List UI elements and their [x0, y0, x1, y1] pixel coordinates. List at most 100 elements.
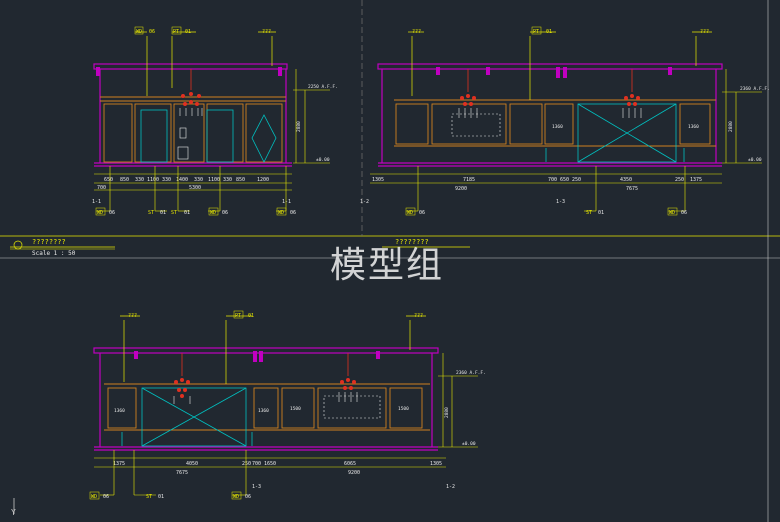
svg-text:9200: 9200 — [348, 470, 360, 476]
elevation-b-chandeliers — [458, 69, 642, 118]
svg-text:PT: PT — [235, 313, 241, 319]
svg-text:1-1: 1-1 — [282, 199, 291, 205]
svg-text:01: 01 — [160, 210, 166, 216]
elevation-c-dims-top: 1375 4050 250 700 1650 6065 1305 — [113, 461, 442, 467]
elevation-a-height-dims — [293, 69, 330, 164]
svg-text:7675: 7675 — [626, 186, 638, 192]
svg-text:ST: ST — [146, 494, 152, 500]
scale-title-2: ???????? — [395, 238, 429, 246]
elevation-a[interactable]: WD 06 PT 01 ??? 2250 A.F.F. 2880 ±0.00 6… — [92, 26, 338, 216]
elevation-c-walls — [93, 347, 439, 451]
elevation-c[interactable]: 1360 1360 1500 1500 ??? PT 01 ??? — [89, 310, 486, 500]
svg-text:06: 06 — [681, 210, 687, 216]
elevation-b-height-dims — [722, 69, 762, 164]
svg-text:4050: 4050 — [186, 461, 198, 467]
svg-text:01: 01 — [158, 494, 164, 500]
svg-text:±0.00: ±0.00 — [748, 157, 762, 163]
scale-title-block: ???????? Scale 1 : 50 ???????? — [10, 238, 470, 257]
elevation-b-panels — [394, 99, 716, 147]
svg-text:2880: 2880 — [728, 121, 734, 132]
svg-text:01: 01 — [598, 210, 604, 216]
elevation-a-top-tags: WD 06 PT 01 ??? — [134, 26, 271, 35]
elevation-a-bottom-leaders — [96, 166, 287, 212]
svg-text:4350: 4350 — [620, 177, 632, 183]
svg-text:850: 850 — [236, 177, 245, 183]
svg-text:ST: ST — [148, 210, 154, 216]
svg-text:PT: PT — [173, 29, 179, 35]
elevation-a-dims-mid: 700 5300 — [97, 185, 201, 191]
scale-text: Scale 1 : 50 — [32, 250, 76, 257]
elevation-b[interactable]: 1360 1360 ??? PT 01 ??? — [360, 26, 770, 216]
svg-text:1100: 1100 — [208, 177, 220, 183]
svg-text:2880: 2880 — [296, 121, 302, 132]
elevation-a-dims-top: 650 850 330 1100 330 1400 330 1100 330 8… — [104, 177, 269, 183]
elevation-c-height-labels: 2360 A.F.F. 2880 ±0.00 — [444, 370, 486, 447]
elevation-b-height-labels: 2360 A.F.F. 2880 ±0.00 — [728, 86, 770, 163]
elevation-a-height-labels: 2250 A.F.F. 2880 ±0.00 — [296, 84, 338, 163]
svg-text:700: 700 — [252, 461, 261, 467]
svg-text:06: 06 — [149, 29, 155, 35]
svg-text:Y: Y — [11, 508, 16, 517]
svg-text:01: 01 — [546, 29, 552, 35]
elevation-a-section-marks: 1-1 1-1 — [92, 199, 291, 205]
elevation-c-bottom-leaders — [100, 450, 247, 496]
elevation-b-cabinets — [545, 103, 685, 163]
svg-text:06: 06 — [245, 494, 251, 500]
svg-text:±0.00: ±0.00 — [316, 157, 330, 163]
svg-text:7185: 7185 — [463, 177, 475, 183]
svg-text:WD: WD — [136, 29, 142, 35]
svg-text:1375: 1375 — [113, 461, 125, 467]
svg-text:330: 330 — [194, 177, 203, 183]
svg-text:06: 06 — [419, 210, 425, 216]
elevation-a-fixtures — [177, 127, 189, 160]
svg-text:5300: 5300 — [189, 185, 201, 191]
svg-text:01: 01 — [248, 313, 254, 319]
elevation-b-dim-lines — [370, 173, 722, 184]
svg-text:???: ??? — [412, 29, 421, 35]
elevation-a-ceiling-lights — [96, 67, 282, 76]
svg-text:01: 01 — [184, 210, 190, 216]
elevation-c-ceiling-lights — [134, 351, 380, 362]
svg-text:1500: 1500 — [290, 406, 301, 412]
elevation-b-section-marks: 1-2 1-3 — [360, 199, 565, 205]
svg-text:WD: WD — [233, 494, 239, 500]
elevation-c-bottom-tags: WD 06 ST 01 WD 06 — [89, 491, 251, 500]
svg-text:9200: 9200 — [455, 186, 467, 192]
svg-text:850: 850 — [120, 177, 129, 183]
svg-text:WD: WD — [210, 210, 216, 216]
elevation-b-top-leaders — [408, 31, 712, 100]
svg-text:ST: ST — [586, 210, 592, 216]
svg-text:1-3: 1-3 — [556, 199, 565, 205]
svg-text:???: ??? — [700, 29, 709, 35]
svg-text:WD: WD — [97, 210, 103, 216]
svg-text:01: 01 — [185, 29, 191, 35]
svg-text:330: 330 — [223, 177, 232, 183]
svg-text:330: 330 — [162, 177, 171, 183]
elevation-b-top-tags: ??? PT 01 ??? — [412, 26, 709, 35]
svg-text:7675: 7675 — [176, 470, 188, 476]
svg-text:WD: WD — [91, 494, 97, 500]
svg-text:1500: 1500 — [398, 406, 409, 412]
svg-text:1360: 1360 — [688, 124, 699, 130]
svg-text:1650: 1650 — [264, 461, 276, 467]
elevation-c-chandeliers — [173, 353, 358, 404]
svg-text:06: 06 — [222, 210, 228, 216]
svg-text:650: 650 — [104, 177, 113, 183]
elevation-a-dim-lines — [94, 173, 292, 191]
svg-text:700: 700 — [97, 185, 106, 191]
elevation-c-mirror — [323, 395, 381, 419]
elevation-b-mirror — [451, 113, 501, 137]
svg-text:1-2: 1-2 — [360, 199, 369, 205]
svg-text:ST: ST — [171, 210, 177, 216]
svg-text:1-3: 1-3 — [252, 484, 261, 490]
elevation-a-top-leaders — [135, 31, 276, 96]
svg-text:1375: 1375 — [690, 177, 702, 183]
elevation-b-bottom-leaders — [406, 166, 686, 212]
elevation-b-ceiling-lights — [436, 67, 672, 78]
svg-text:06: 06 — [103, 494, 109, 500]
svg-text:06: 06 — [290, 210, 296, 216]
svg-text:1-2: 1-2 — [446, 484, 455, 490]
svg-text:1360: 1360 — [258, 408, 269, 414]
svg-text:06: 06 — [109, 210, 115, 216]
